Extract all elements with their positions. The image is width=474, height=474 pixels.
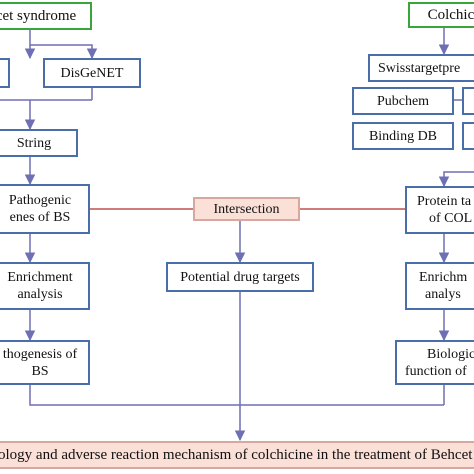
connector-dbs-merge (0, 88, 93, 129)
swisstarget-label: Swisstargetpre (378, 60, 461, 76)
pathogenic-genes-box: Pathogenic enes of BS (0, 184, 90, 234)
enrichment-left-line-2: analysis (17, 287, 63, 302)
conclusion-label: ology and adverse reaction mechanism of … (0, 446, 473, 463)
potential-targets-label: Potential drug targets (180, 269, 300, 285)
pathogenic-line-1: Pathogenic (8, 193, 72, 208)
connector-right-protein (438, 171, 474, 188)
protein-line-2: of COL (429, 211, 473, 226)
pubchem-box: Pubchem (352, 87, 454, 115)
drug-box: Colchici (408, 2, 474, 28)
disease-label: cet syndrome (0, 7, 77, 24)
pathogenesis-box: thogenesis of BS (0, 340, 90, 385)
pathogenic-line-2: enes of BS (9, 210, 71, 225)
drug-label: Colchici (427, 6, 474, 23)
swisstarget-box: Swisstargetpre (368, 54, 474, 82)
disease-box: cet syndrome (0, 2, 92, 30)
connector-left-bottom (29, 385, 444, 406)
bio-line-1: Biologic (427, 346, 474, 362)
database-box-left (0, 58, 10, 88)
bio-line-2: function of (405, 363, 467, 379)
protein-targets-box: Protein ta of COL (405, 186, 474, 234)
enrichment-left-line-1: Enrichment (7, 270, 73, 285)
bindingdb-box: Binding DB (352, 122, 454, 150)
potential-targets-box: Potential drug targets (166, 262, 314, 292)
database-box-right-2 (462, 122, 474, 150)
protein-line-1: Protein ta (417, 194, 472, 209)
string-label: String (16, 135, 52, 151)
biological-function-box: Biologic function of (395, 340, 474, 385)
enrichment-right-line-1: Enrichm (419, 270, 468, 285)
pathogenesis-line-1: thogenesis of (2, 346, 78, 362)
string-box: String (0, 129, 78, 157)
enrichment-right-line-2: analys (425, 287, 461, 302)
intersection-box: Intersection (193, 197, 300, 221)
disgenet-label: DisGeNET (60, 65, 124, 81)
database-box-right-1 (462, 87, 474, 115)
intersection-label: Intersection (213, 201, 280, 217)
enrichment-box-left: Enrichment analysis (0, 262, 90, 310)
bindingdb-label: Binding DB (368, 128, 438, 144)
enrichment-box-right: Enrichm analys (405, 262, 474, 310)
pubchem-label: Pubchem (376, 93, 430, 109)
conclusion-box: ology and adverse reaction mechanism of … (0, 441, 474, 469)
disgenet-box: DisGeNET (43, 58, 141, 88)
connector-disease-split (29, 30, 98, 60)
pathogenesis-line-2: BS (31, 363, 49, 379)
